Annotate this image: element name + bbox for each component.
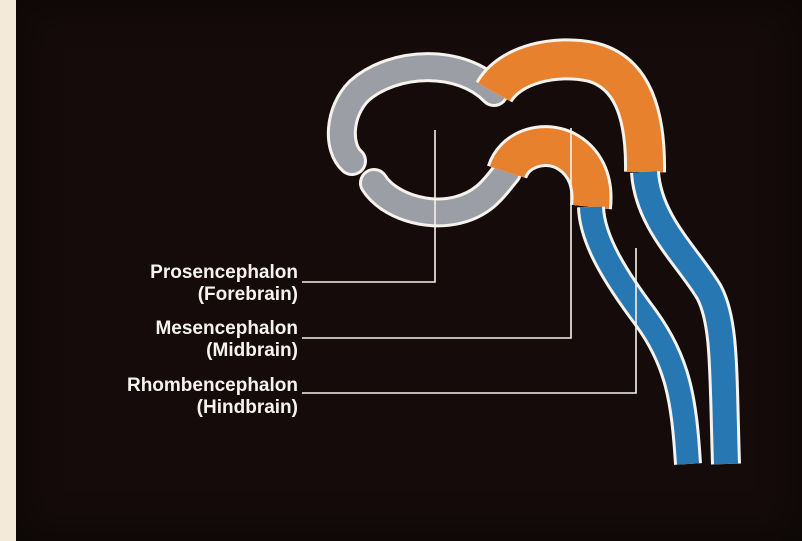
hindbrain-label-name: Rhombencephalon [16,375,298,397]
midbrain-label: Mesencephalon (Midbrain) [16,318,298,362]
forebrain-label: Prosencephalon (Forebrain) [16,262,298,306]
forebrain-label-name: Prosencephalon [16,262,298,284]
midbrain-label-common: (Midbrain) [16,340,298,362]
hindbrain-label-common: (Hindbrain) [16,397,298,419]
hindbrain-label: Rhombencephalon (Hindbrain) [16,375,298,419]
hindbrain-leader-line [302,248,636,393]
slide-frame: Prosencephalon (Forebrain) Mesencephalon… [16,0,802,541]
forebrain-label-common: (Forebrain) [16,284,298,306]
midbrain-label-name: Mesencephalon [16,318,298,340]
